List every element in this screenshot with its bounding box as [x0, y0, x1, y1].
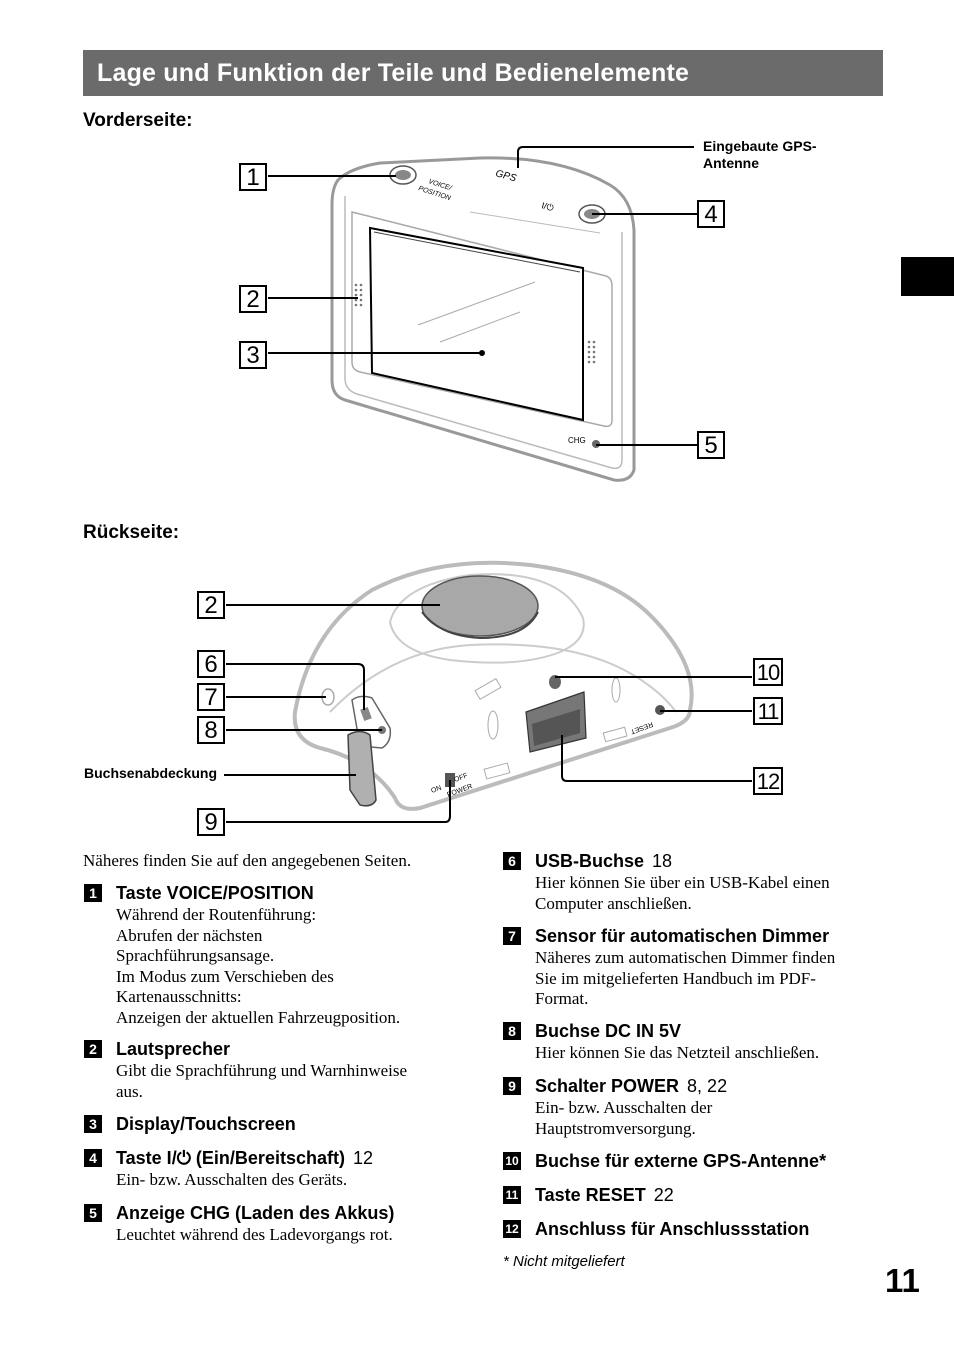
callout-11: 11	[753, 697, 783, 725]
chg-label: CHG	[568, 436, 586, 445]
item-voice-position: 1 Taste VOICE/POSITION Während der Routen…	[83, 882, 400, 1028]
front-heading: Vorderseite:	[83, 110, 193, 131]
item-title: Display/Touchscreen	[116, 1114, 296, 1134]
item-pages: 22	[653, 1185, 674, 1205]
item-pages: 18	[652, 851, 673, 871]
item-chg: 5 Anzeige CHG (Laden des Akkus) Leuchtet …	[83, 1202, 394, 1246]
item-title: Anzeige CHG (Laden des Akkus)	[116, 1203, 395, 1223]
item-docking-connector: 12 Anschluss für Anschlussstation	[502, 1218, 809, 1240]
callout-back-2: 2	[197, 591, 225, 619]
item-desc: Während der Routenführung: Abrufen der n…	[83, 905, 400, 1028]
desc-line: aus.	[116, 1081, 143, 1101]
desc-line: Sprachführungsansage.	[116, 946, 275, 965]
item-title: Taste VOICE/POSITION	[116, 883, 314, 903]
gps-antenna-callout: Eingebaute GPS- Antenne	[703, 138, 817, 172]
item-title: Lautsprecher	[116, 1039, 231, 1059]
item-dc-in: 8 Buchse DC IN 5V Hier können Sie das Net…	[502, 1020, 819, 1064]
item-dimmer-sensor: 7 Sensor für automatischen Dimmer Näheres…	[502, 925, 835, 1010]
gps-label: GPS	[494, 168, 518, 184]
item-number-badge: 5	[84, 1204, 102, 1222]
item-number-badge: 2	[84, 1040, 102, 1058]
item-title: Anschluss für Anschlussstation	[535, 1219, 810, 1239]
desc-line: Ein- bzw. Ausschalten des Geräts.	[116, 1170, 348, 1189]
item-speaker: 2 Lautsprecher Gibt die Sprachführung und…	[83, 1038, 407, 1102]
callout-10: 10	[753, 658, 783, 686]
item-external-gps: 10 Buchse für externe GPS-Antenne*	[502, 1150, 826, 1172]
gps-antenna-callout-line2: Antenne	[703, 155, 759, 171]
item-number-badge: 3	[84, 1115, 102, 1133]
item-desc: Leuchtet während des Ladevorgangs rot.	[83, 1225, 394, 1246]
item-title: Buchse für externe GPS-Antenne*	[535, 1151, 827, 1171]
desc-line: Gibt die Sprachführung und Warnhinweise	[116, 1061, 408, 1080]
item-title: USB-Buchse	[535, 851, 645, 871]
desc-line: Kartenausschnitts:	[116, 987, 242, 1006]
desc-line: Ein- bzw. Ausschalten der	[535, 1098, 713, 1117]
item-desc: Hier können Sie das Netzteil anschließen…	[502, 1043, 819, 1064]
item-pages: 12	[352, 1148, 373, 1168]
desc-line: Hauptstromversorgung.	[535, 1118, 696, 1138]
desc-line: Sie im mitgelieferten Handbuch im PDF-	[535, 968, 816, 988]
item-number-badge: 10	[503, 1152, 521, 1170]
front-device-illustration: VOICE/ POSITION GPS I/⏻ CHG	[268, 146, 697, 482]
off-label: OFF	[453, 773, 469, 784]
intro-text: Näheres finden Sie auf den angegebenen S…	[83, 851, 412, 870]
item-desc: Näheres zum automatischen Dimmer finden …	[502, 948, 835, 1010]
item-pages: 8, 22	[687, 1076, 728, 1096]
desc-line: Hier können Sie über ein USB-Kabel einen	[535, 873, 830, 892]
callout-3: 3	[239, 341, 267, 369]
desc-line: Format.	[535, 989, 589, 1008]
item-desc: Ein- bzw. Ausschalten der Hauptstromvers…	[502, 1098, 727, 1139]
item-reset: 11 Taste RESET 22	[502, 1184, 674, 1206]
callout-5: 5	[697, 431, 725, 459]
item-number-badge: 8	[503, 1022, 521, 1040]
desc-line: Abrufen der nächsten	[116, 925, 263, 945]
item-number-badge: 6	[503, 852, 521, 870]
chapter-tab-marker	[901, 257, 954, 296]
item-title: Schalter POWER	[535, 1076, 680, 1096]
item-number-badge: 11	[503, 1186, 521, 1204]
callout-9: 9	[197, 808, 225, 836]
item-display: 3 Display/Touchscreen	[83, 1113, 296, 1135]
back-device-illustration: RESET POWER ON OFF	[224, 560, 752, 823]
callout-8: 8	[197, 716, 225, 744]
page-number: 11	[885, 1262, 920, 1299]
gps-antenna-callout-line1: Eingebaute GPS-	[703, 138, 817, 154]
desc-line: Hier können Sie das Netzteil anschließen…	[535, 1043, 820, 1062]
item-number-badge: 9	[503, 1077, 521, 1095]
item-desc: Ein- bzw. Ausschalten des Geräts.	[83, 1170, 373, 1191]
on-label: ON	[430, 785, 442, 795]
item-title: Buchse DC IN 5V	[535, 1021, 682, 1041]
desc-line: Im Modus zum Verschieben des	[116, 966, 334, 986]
footnote: * Nicht mitgeliefert	[503, 1253, 625, 1270]
page-title: Lage und Funktion der Teile und Bedienel…	[83, 50, 883, 96]
item-desc: Gibt die Sprachführung und Warnhinweise …	[83, 1061, 407, 1102]
item-title: Taste RESET	[535, 1185, 646, 1205]
callout-1: 1	[239, 163, 267, 191]
desc-line: Näheres zum automatischen Dimmer finden	[535, 948, 836, 967]
item-title: Sensor für automatischen Dimmer	[535, 926, 830, 946]
item-number-badge: 7	[503, 927, 521, 945]
desc-line: Während der Routenführung:	[116, 905, 317, 924]
callout-6: 6	[197, 650, 225, 678]
item-power-button: 4 Taste I/⏻ (Ein/Bereitschaft) 12 Ein- bzw…	[83, 1147, 373, 1191]
cover-callout: Buchsenabdeckung	[84, 765, 218, 781]
power-symbol-label: I/⏻	[540, 200, 554, 213]
callout-4: 4	[697, 200, 725, 228]
item-power-switch: 9 Schalter POWER 8, 22 Ein- bzw. Ausschalt…	[502, 1075, 727, 1139]
back-heading: Rückseite:	[83, 522, 180, 543]
desc-line: Computer anschließen.	[535, 893, 692, 913]
desc-line: Leuchtet während des Ladevorgangs rot.	[116, 1225, 393, 1244]
callout-2: 2	[239, 285, 267, 313]
item-usb: 6 USB-Buchse 18 Hier können Sie über ein U…	[502, 850, 830, 914]
desc-line: Anzeigen der aktuellen Fahrzeugposition.	[116, 1007, 401, 1027]
item-number-badge: 4	[84, 1149, 102, 1167]
callout-7: 7	[197, 683, 225, 711]
item-title: Taste I/⏻ (Ein/Bereitschaft)	[116, 1148, 345, 1168]
callout-12: 12	[753, 767, 783, 795]
item-number-badge: 12	[503, 1220, 521, 1238]
item-desc: Hier können Sie über ein USB-Kabel einen…	[502, 873, 830, 914]
item-number-badge: 1	[84, 884, 102, 902]
